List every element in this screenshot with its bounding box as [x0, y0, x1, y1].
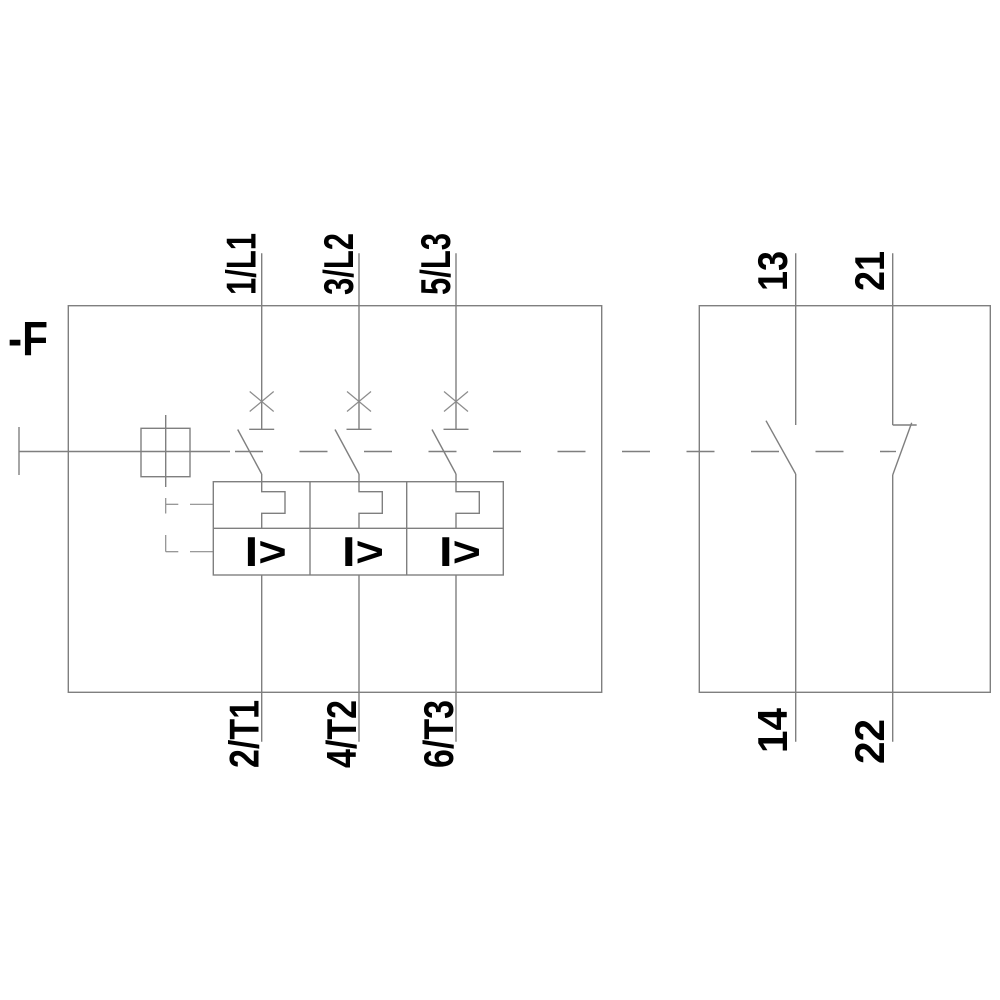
- pole-2: 3/L2 I> 4/T2: [315, 233, 384, 768]
- breaker-function-cross-icon: [443, 391, 469, 412]
- contact-blade: [237, 429, 263, 475]
- pole-3-breaker-contact-icon: [431, 391, 469, 482]
- breaker-function-cross-icon: [249, 391, 275, 412]
- pole-1-overcurrent-label: I>: [245, 528, 287, 575]
- aux-nc-contact-blade: [892, 422, 913, 476]
- aux-no-contact-blade: [765, 420, 797, 475]
- manual-operator: [18, 415, 230, 487]
- contact-blade: [431, 429, 457, 475]
- pole-3-thermal-overload-icon: [455, 481, 481, 529]
- aux-no-bottom-terminal-label: 14: [749, 707, 796, 753]
- pole-1-top-terminal-label: 1/L1: [218, 233, 265, 295]
- pole-1: 1/L1 I> 2/T1: [218, 233, 287, 768]
- pole-1-thermal-overload-icon: [261, 481, 286, 529]
- aux-no-top-terminal-label: 13: [749, 251, 796, 291]
- pole-2-thermal-overload-icon: [358, 481, 384, 529]
- contact-blade: [334, 429, 360, 475]
- aux-contact-enclosure: [698, 305, 991, 694]
- pole-2-breaker-contact-icon: [334, 391, 372, 482]
- pole-1-breaker-contact-icon: [237, 391, 275, 482]
- pole-3: 5/L3 I> 6/T3: [412, 233, 481, 768]
- device-designation-label: -F: [8, 313, 48, 366]
- pole-2-top-terminal-label: 3/L2: [315, 233, 362, 295]
- aux-nc-contact: 21 22: [846, 251, 917, 764]
- main-breaker-enclosure: [67, 305, 603, 694]
- pole-2-overcurrent-label: I>: [342, 528, 384, 575]
- aux-no-contact: 13 14: [749, 251, 797, 753]
- pole-3-top-terminal-label: 5/L3: [412, 233, 459, 295]
- aux-nc-bottom-terminal-label: 22: [846, 719, 893, 764]
- pole-3-overcurrent-label: I>: [439, 528, 481, 575]
- breaker-function-cross-icon: [346, 391, 372, 412]
- pole-2-bottom-terminal-label: 4/T2: [318, 700, 365, 768]
- aux-nc-top-terminal-label: 21: [846, 251, 893, 291]
- trip-linkage: [165, 498, 214, 553]
- pole-1-bottom-terminal-label: 2/T1: [221, 700, 268, 768]
- operator-box-icon: [140, 427, 191, 478]
- pole-3-bottom-terminal-label: 6/T3: [415, 700, 462, 768]
